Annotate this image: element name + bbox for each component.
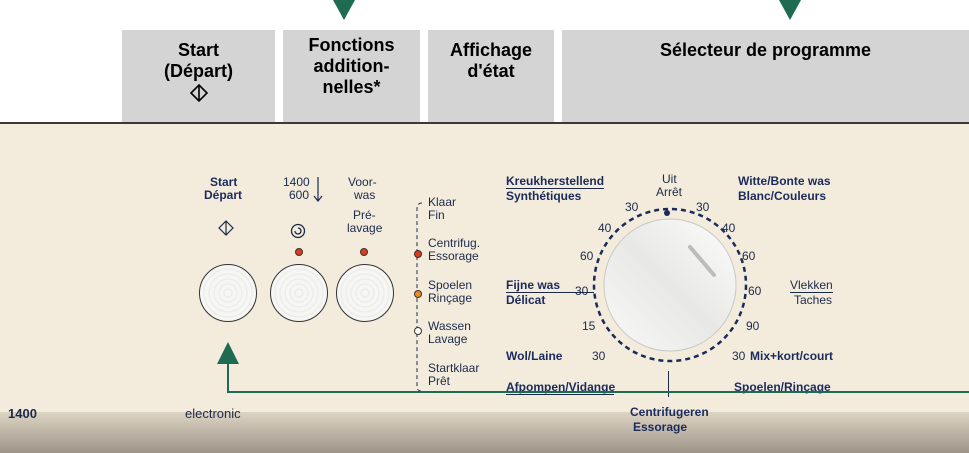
status-bracket [414,197,424,397]
prewash-nl-1: Voor- [348,175,377,189]
temp-r60b: 60 [748,284,762,298]
status-wassen-led [414,327,422,335]
temp-l60: 60 [580,249,594,263]
dial-rinse: Spoelen/Rinçage [734,380,831,394]
temp-r60a: 60 [742,249,756,263]
label-selector: Sélecteur de programme [562,30,969,122]
dial-stains-nl: Vlekken [790,278,833,293]
status-spoelen-led [414,290,422,298]
program-dial[interactable] [590,205,750,365]
temp-l15: 15 [582,319,596,333]
status-essorage: Essorage [428,249,479,263]
label-status: Affichage d'état [428,30,554,122]
dial-off-nl: Uit [662,172,677,186]
label-selector-text: Sélecteur de programme [659,40,872,60]
dial-synth-fr: Synthétiques [506,189,582,203]
temp-r30deg: 30 [696,200,710,214]
dial-delicate-fr: Délicat [506,293,546,307]
label-functions-line2: addition- [313,56,390,76]
spin-led [295,248,303,256]
temp-l40: 40 [598,221,612,235]
dial-synth-nl: Kreukherstellend [506,174,605,189]
model-number: 1400 [8,406,37,421]
status-centrifug-led [414,250,422,258]
arrow-down-functions [333,0,355,20]
spin-600: 600 [289,188,310,202]
status-lavage: Lavage [428,332,468,346]
dial-delicate-nl: Fijne was [506,279,594,293]
panel-base [0,412,969,453]
label-start-line1: Start [177,40,219,60]
start-icon [218,220,234,241]
start-symbol-icon [122,83,275,107]
status-startklaar: Startklaar [428,361,480,375]
dial-off-fr: Arrêt [656,185,683,199]
temp-r30-mix: 30 [732,349,746,363]
temp-r40: 40 [722,221,736,235]
status-centrifug: Centrifug. [428,236,481,250]
start-button[interactable] [199,264,257,322]
dial-whites-nl: Witte/Bonte was [738,174,831,188]
dial-mix: Mix+kort/court [750,349,834,363]
prewash-nl-2: was [354,188,376,202]
temp-l30a: 30 [625,200,639,214]
status-klaar: Klaar [428,195,457,209]
arrow-down-selector [779,0,801,20]
start-fr: Départ [204,188,243,202]
prewash-button[interactable] [336,264,394,322]
dial-drain: Afpompen/Vidange [506,380,616,395]
temp-l30b: 30 [575,284,589,298]
label-status-line2: d'état [467,61,515,81]
status-pret: Prêt [428,374,451,388]
control-panel [0,122,969,414]
prewash-led [360,248,368,256]
dial-stains-fr: Taches [794,293,833,307]
status-rincage: Rinçage [428,291,473,305]
status-fin: Fin [428,208,445,222]
status-spoelen: Spoelen [428,278,473,292]
temp-r90: 90 [746,319,760,333]
label-functions-line1: Fonctions [308,35,395,55]
spin-1400: 1400 [283,175,310,189]
dial-spin-nl: Centrifugeren [630,405,709,419]
label-functions: Fonctions addition- nelles* [283,30,420,122]
label-start-line2: (Départ) [163,61,233,81]
dial-wool: Wol/Laine [506,349,563,363]
label-status-line1: Affichage [449,40,532,60]
brand-label: electronic [185,406,241,421]
label-functions-line3: nelles* [322,77,381,97]
dial-spin-tick [668,371,669,397]
status-wassen: Wassen [428,319,471,333]
dial-spin-fr: Essorage [633,420,688,434]
temp-l30c: 30 [592,349,606,363]
prewash-fr-2: lavage [347,221,383,235]
dial-whites-fr: Blanc/Couleurs [738,189,827,203]
prewash-fr-1: Pré- [353,208,376,222]
start-nl: Start [210,175,238,189]
spin-arrow-down-icon [313,175,323,208]
spin-button[interactable] [270,264,328,322]
spin-spiral-icon [290,223,306,244]
dial-pointer-dot [664,210,670,216]
label-start: Start (Départ) [122,30,275,122]
